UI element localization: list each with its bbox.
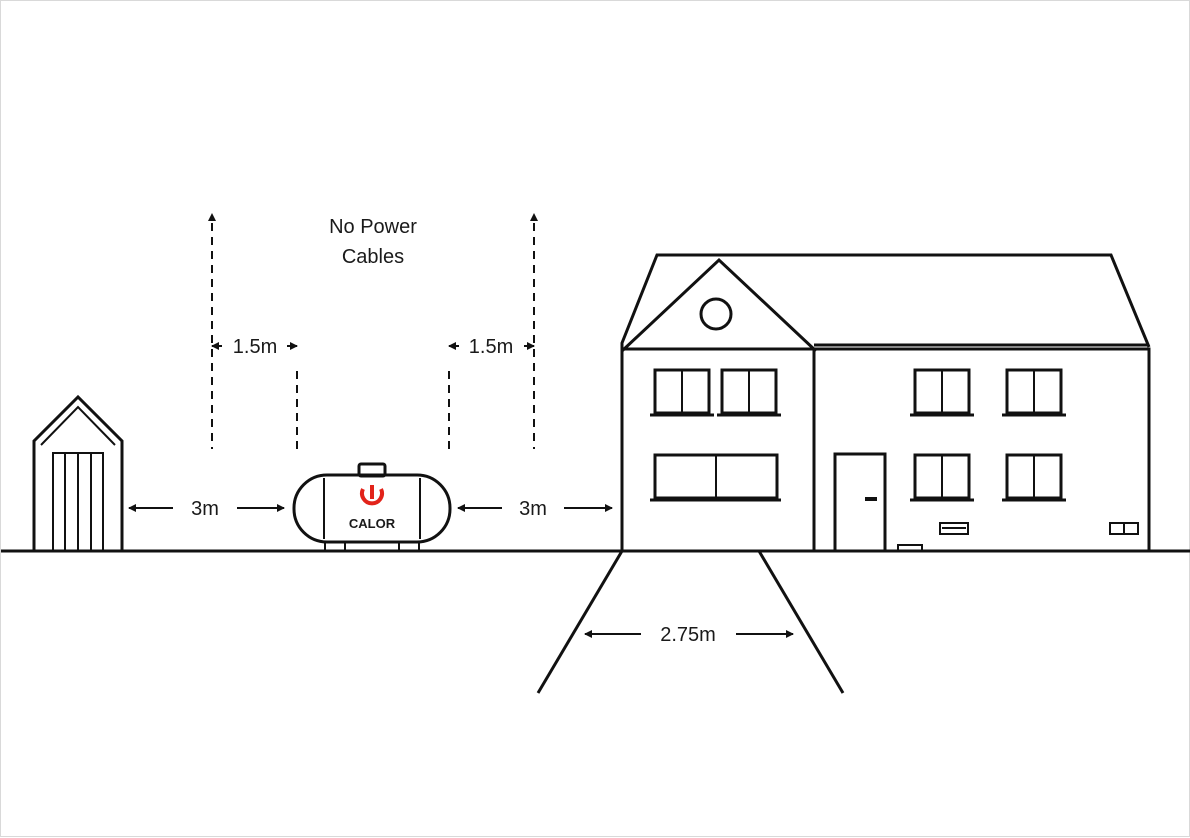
power-cable-clearance: No Power Cables xyxy=(208,213,538,449)
shed xyxy=(32,394,124,552)
dimension-shed-to-tank: 3m xyxy=(128,498,285,520)
driveway xyxy=(536,550,845,694)
air-vent xyxy=(939,522,969,535)
window xyxy=(910,368,974,417)
window xyxy=(650,368,714,417)
window xyxy=(1002,368,1066,417)
tank-brand-label: CALOR xyxy=(349,516,396,531)
window xyxy=(650,453,781,502)
dimension-right-clearance: 1.5m xyxy=(448,336,535,358)
no-power-label-line1: No Power xyxy=(329,216,417,238)
low-vent xyxy=(897,544,923,552)
window xyxy=(910,453,974,502)
up-arrow-right xyxy=(530,213,538,221)
up-arrow-left xyxy=(208,213,216,221)
window xyxy=(1002,453,1066,502)
house-distance-label: 3m xyxy=(519,498,547,520)
right-clearance-label: 1.5m xyxy=(469,336,513,358)
dimension-tank-to-house: 3m xyxy=(457,498,613,520)
front-door xyxy=(833,452,887,553)
gas-tank: CALOR xyxy=(292,462,452,552)
calor-logo xyxy=(360,485,384,506)
window xyxy=(717,368,781,417)
dimension-path-width: 2.75m xyxy=(584,624,794,646)
no-power-label-line2: Cables xyxy=(342,246,404,268)
shed-distance-label: 3m xyxy=(191,498,219,520)
left-clearance-label: 1.5m xyxy=(233,336,277,358)
dimension-left-clearance: 1.5m xyxy=(211,336,298,358)
house xyxy=(620,253,1151,553)
round-window xyxy=(699,297,733,331)
path-width-label: 2.75m xyxy=(660,624,716,646)
